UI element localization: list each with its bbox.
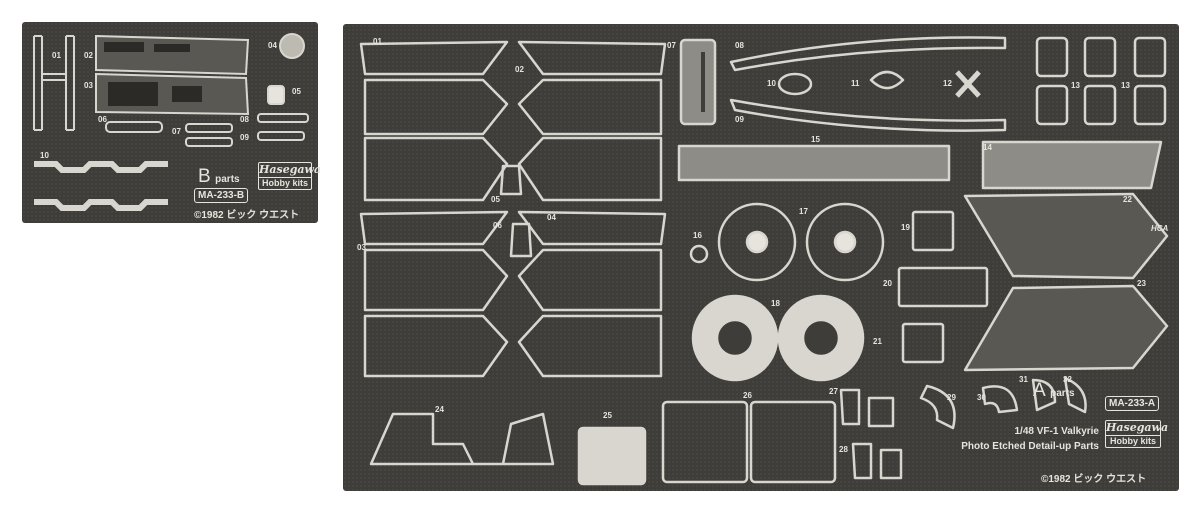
b-part-label-05: 05 bbox=[292, 87, 301, 96]
a-part-label-16: 16 bbox=[693, 231, 702, 240]
a-part-label-26: 26 bbox=[743, 391, 752, 400]
b-part-label-01: 01 bbox=[52, 51, 61, 60]
a-part-label-14: 14 bbox=[983, 143, 992, 152]
a-part-label-08: 08 bbox=[735, 41, 744, 50]
b-part-01-right bbox=[65, 35, 75, 131]
a-part-label-29: 29 bbox=[947, 393, 956, 402]
a-part-label-01: 01 bbox=[373, 37, 382, 46]
b-copyright: ©1982 ビック ウエスト bbox=[194, 210, 300, 221]
fret-a-sheet: 01 02 03 04 05 06 07 08 09 10 11 12 13 1… bbox=[343, 24, 1179, 491]
a-part-label-31: 31 bbox=[1019, 375, 1028, 384]
b-part-label-06: 06 bbox=[98, 115, 107, 124]
a-part-label-32: 32 bbox=[1063, 375, 1072, 384]
a-kit-title: 1/48 VF-1 Valkyrie Photo Etched Detail-u… bbox=[961, 424, 1099, 454]
a-parts-title: A parts bbox=[1033, 380, 1075, 402]
a-part-label-22: 22 bbox=[1123, 195, 1132, 204]
b-logo-sub: Hobby kits bbox=[259, 177, 311, 189]
a-part-label-23: 23 bbox=[1137, 279, 1146, 288]
a-part-label-11: 11 bbox=[851, 79, 860, 88]
b-part-label-07: 07 bbox=[172, 127, 181, 136]
b-code-badge: MA-233-B bbox=[194, 188, 249, 203]
a-part-label-15: 15 bbox=[811, 135, 820, 144]
b-part-label-08: 08 bbox=[240, 115, 249, 124]
a-part-label-24: 24 bbox=[435, 405, 444, 414]
a-logo-sub: Hobby kits bbox=[1106, 435, 1160, 447]
a-kit-title-line1: 1/48 VF-1 Valkyrie bbox=[1014, 426, 1099, 437]
a-kit-title-line2: Photo Etched Detail-up Parts bbox=[961, 441, 1099, 452]
b-parts-title: B parts bbox=[198, 166, 240, 188]
a-part-label-17: 17 bbox=[799, 207, 808, 216]
a-part-label-28: 28 bbox=[839, 445, 848, 454]
a-part-label-25: 25 bbox=[603, 411, 612, 420]
a-part-label-10: 10 bbox=[767, 79, 776, 88]
b-part-label-02: 02 bbox=[84, 51, 93, 60]
fret-b-sheet: 01 02 03 04 05 06 07 08 09 10 B parts MA… bbox=[22, 22, 322, 223]
a-part-label-07: 07 bbox=[667, 41, 676, 50]
b-part-01-left bbox=[33, 35, 43, 131]
a-part-label-13b: 13 bbox=[1121, 81, 1130, 90]
a-part-label-04: 04 bbox=[547, 213, 556, 222]
a-part-label-05: 05 bbox=[491, 195, 500, 204]
a-part-label-19: 19 bbox=[901, 223, 910, 232]
a-part-label-03: 03 bbox=[357, 243, 366, 252]
b-hasegawa-logo: Hasegawa Hobby kits bbox=[258, 162, 322, 190]
a-logo-brand: Hasegawa bbox=[1106, 421, 1169, 434]
b-part-label-09: 09 bbox=[240, 133, 249, 142]
a-copyright: ©1982 ビック ウエスト bbox=[1041, 474, 1147, 485]
b-part-label-04: 04 bbox=[268, 41, 277, 50]
fret-a-parts-drawing bbox=[359, 36, 1169, 486]
a-code-badge: MA-233-A bbox=[1105, 396, 1160, 411]
a-part-label-12: 12 bbox=[943, 79, 952, 88]
a-part-label-30: 30 bbox=[977, 393, 986, 402]
a-part-label-06: 06 bbox=[493, 221, 502, 230]
b-logo-brand: Hasegawa bbox=[259, 163, 322, 176]
b-part-label-10: 10 bbox=[40, 151, 49, 160]
a-part-label-20: 20 bbox=[883, 279, 892, 288]
a-part-label-18: 18 bbox=[771, 299, 780, 308]
b-parts-letter: B bbox=[198, 166, 211, 187]
a-part-label-09: 09 bbox=[735, 115, 744, 124]
a-maker-mark: HCA bbox=[1151, 224, 1169, 233]
a-parts-letter: A bbox=[1033, 380, 1046, 401]
b-parts-word: parts bbox=[215, 174, 240, 185]
a-part-label-02: 02 bbox=[515, 65, 524, 74]
a-parts-word: parts bbox=[1050, 388, 1075, 399]
a-part-label-27: 27 bbox=[829, 387, 838, 396]
b-part-label-03: 03 bbox=[84, 81, 93, 90]
a-part-label-13a: 13 bbox=[1071, 81, 1080, 90]
a-part-label-21: 21 bbox=[873, 337, 882, 346]
a-hasegawa-logo: Hasegawa Hobby kits bbox=[1105, 420, 1169, 448]
fret-b-parts-drawing bbox=[33, 33, 309, 211]
